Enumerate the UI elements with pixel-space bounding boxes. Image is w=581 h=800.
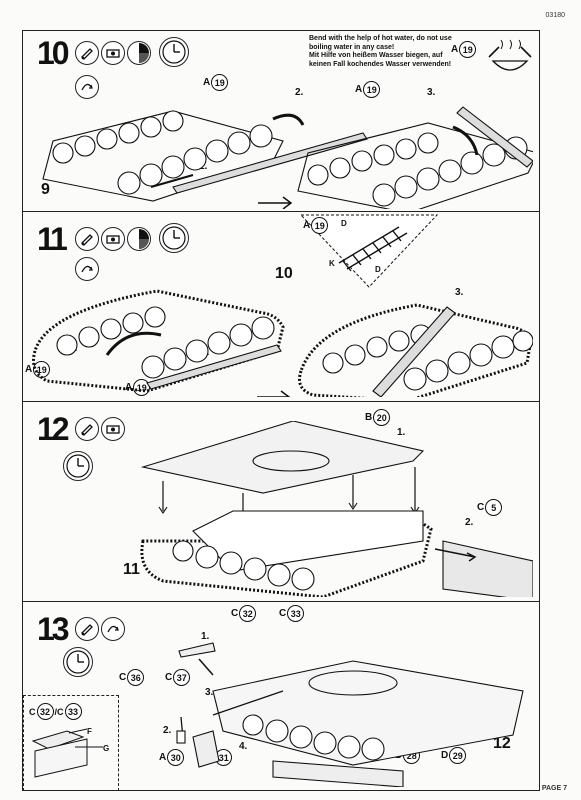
part-number: 19 xyxy=(363,81,381,98)
part-number: 19 xyxy=(459,41,477,58)
glue-icon xyxy=(75,41,99,65)
clock-icon xyxy=(63,451,93,481)
part-letter: C xyxy=(477,502,485,513)
part-number: 33 xyxy=(64,703,82,720)
part-letter: B xyxy=(365,412,373,423)
glue-icon xyxy=(75,617,99,641)
section-divider xyxy=(23,211,539,212)
hand-twist-icon xyxy=(101,617,125,641)
step-11-number: 11 xyxy=(37,221,68,257)
clock-icon xyxy=(159,37,189,67)
step-13-number: 13 xyxy=(37,611,70,647)
part-letter: C xyxy=(119,672,127,683)
clock-icon xyxy=(63,647,93,677)
base-part-label: 9 xyxy=(41,181,50,198)
wait-icon xyxy=(127,41,151,65)
part-letter: A xyxy=(203,77,211,88)
paint-icon xyxy=(101,41,125,65)
base-part-label: 11 xyxy=(123,561,140,578)
instruction-sheet: 10 Bend with the help of hot water, do n… xyxy=(22,30,540,791)
base-part-label: 10 xyxy=(275,265,293,282)
substep-2: 2. xyxy=(163,725,172,736)
section-divider xyxy=(23,401,539,402)
glue-icon xyxy=(75,227,99,251)
part-letter: /C xyxy=(54,706,64,717)
detail-label-d: D xyxy=(341,219,347,228)
substep-3: 3. xyxy=(205,687,214,698)
kit-code: 03180 xyxy=(545,12,565,19)
page-number: PAGE 7 xyxy=(541,785,567,792)
detail-label-k: K xyxy=(329,259,335,268)
inset-label-g: G xyxy=(103,744,110,753)
substep-1: 1. xyxy=(201,631,210,642)
inset-detail-box xyxy=(23,695,119,791)
section-divider xyxy=(23,601,539,602)
substep-3: 3. xyxy=(427,87,436,98)
part-number: 29 xyxy=(449,747,467,764)
part-letter: D xyxy=(441,750,449,761)
substep-4: 4. xyxy=(239,741,248,752)
part-letter: C xyxy=(165,672,173,683)
hand-twist-icon xyxy=(75,75,99,99)
part-letter: C xyxy=(279,608,287,619)
part-letter: C xyxy=(29,706,36,717)
detail-label-d: D xyxy=(375,265,381,274)
part-number: 32 xyxy=(239,605,257,622)
step-12-number: 12 xyxy=(37,411,70,447)
part-number: 19 xyxy=(211,74,229,91)
part-letter: A xyxy=(159,752,167,763)
note-english: Bend with the help of hot water, do not … xyxy=(309,35,452,51)
substep-1: 1. xyxy=(397,427,406,438)
turret-and-detail-parts-illustration xyxy=(176,642,524,787)
inset-detail-illustration xyxy=(31,728,103,778)
upper-hull-assembly-illustration xyxy=(140,421,533,597)
part-number: 36 xyxy=(127,669,145,686)
part-number: 33 xyxy=(287,605,305,622)
substep-2: 2. xyxy=(465,517,474,528)
hot-water-bowl-illustration xyxy=(488,39,532,71)
part-number: 20 xyxy=(373,409,391,426)
part-letter: A xyxy=(125,382,133,393)
part-letter: C xyxy=(231,608,239,619)
glue-icon xyxy=(75,417,99,441)
part-number: 30 xyxy=(167,749,185,766)
base-part-label: 12 xyxy=(493,735,511,752)
part-letter: A xyxy=(451,44,459,55)
paint-icon xyxy=(101,417,125,441)
track-link-detail-callout xyxy=(299,214,439,288)
wait-icon xyxy=(127,227,151,251)
note-german: Mit Hilfe von heißem Wasser biegen, auf … xyxy=(309,52,452,68)
hull-track-assembly-illustration xyxy=(42,106,533,209)
substep-3: 3. xyxy=(455,287,464,298)
part-number: 37 xyxy=(173,669,191,686)
hull-track-wrap-illustration xyxy=(32,289,533,397)
substep-2: 2. xyxy=(295,87,304,98)
part-number: 5 xyxy=(485,499,503,516)
hand-twist-icon xyxy=(75,257,99,281)
part-number: 19 xyxy=(311,217,329,234)
step-10-number: 10 xyxy=(37,35,70,71)
part-letter: A xyxy=(355,84,363,95)
part-letter: A xyxy=(25,364,33,375)
hot-water-note: Bend with the help of hot water, do not … xyxy=(309,35,453,69)
inset-label-f: F xyxy=(87,727,92,736)
part-letter: A xyxy=(303,220,311,231)
part-number: 32 xyxy=(36,703,54,720)
paint-icon xyxy=(101,227,125,251)
clock-icon xyxy=(159,223,189,253)
